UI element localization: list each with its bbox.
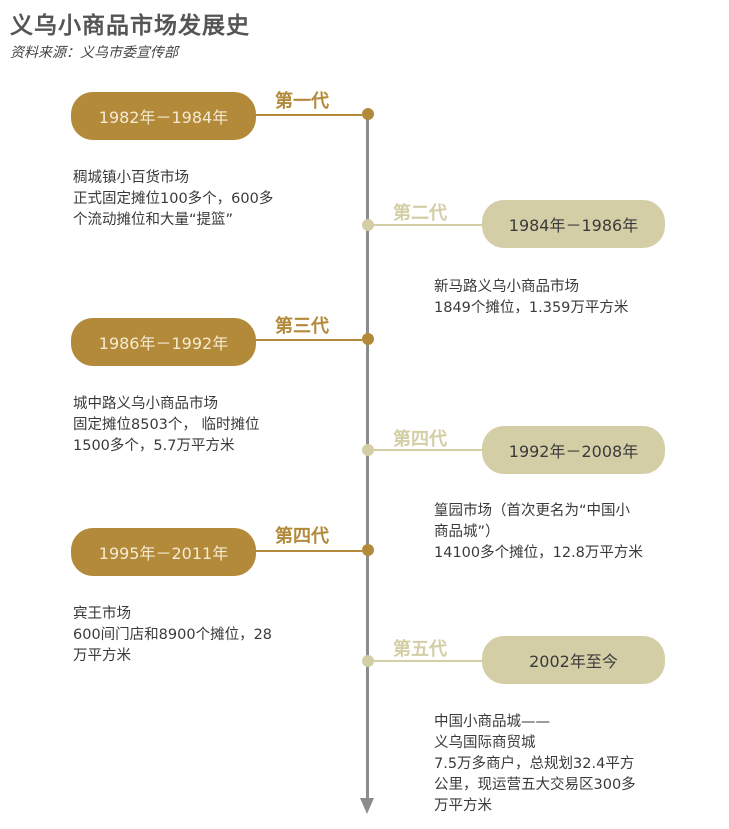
- timeline-dot: [362, 544, 374, 556]
- connector-line: [256, 550, 362, 552]
- timeline-dot: [362, 108, 374, 120]
- period-pill: 1984年－1986年: [482, 200, 665, 248]
- page-title: 义乌小商品市场发展史: [10, 13, 250, 39]
- arrow-down-icon: [360, 798, 374, 814]
- generation-label: 第四代: [393, 429, 447, 450]
- entry-description: 中国小商品城—— 义乌国际商贸城 7.5万多商户，总规划32.4平方 公里，现运…: [434, 714, 636, 814]
- timeline-dot: [362, 655, 374, 667]
- period-pill: 1992年－2008年: [482, 426, 665, 474]
- entry-description: 稠城镇小百货市场 正式固定摊位100多个，600多 个流动摊位和大量“提篮”: [73, 170, 274, 228]
- connector-line: [374, 224, 484, 226]
- entry-description: 城中路义乌小商品市场 固定摊位8503个， 临时摊位 1500多个，5.7万平方…: [73, 396, 260, 454]
- timeline-dot: [362, 444, 374, 456]
- generation-label: 第三代: [275, 316, 329, 337]
- generation-label: 第四代: [275, 526, 329, 547]
- entry-description: 篁园市场（首次更名为“中国小 商品城”） 14100多个摊位，12.8万平方米: [434, 503, 643, 561]
- generation-label: 第一代: [275, 91, 329, 112]
- period-pill: 2002年至今: [482, 636, 665, 684]
- source-note: 资料来源：义乌市委宣传部: [10, 45, 178, 61]
- generation-label: 第五代: [393, 639, 447, 660]
- entry-description: 新马路义乌小商品市场 1849个摊位，1.359万平方米: [434, 279, 629, 316]
- connector-line: [256, 114, 362, 116]
- period-pill: 1982年－1984年: [71, 92, 256, 140]
- connector-line: [374, 660, 484, 662]
- entry-description: 宾王市场 600间门店和8900个摊位，28 万平方米: [73, 606, 273, 664]
- period-pill: 1995年－2011年: [71, 528, 256, 576]
- timeline-axis: [366, 113, 369, 803]
- timeline-dot: [362, 333, 374, 345]
- period-pill: 1986年－1992年: [71, 318, 256, 366]
- timeline-dot: [362, 219, 374, 231]
- connector-line: [374, 449, 484, 451]
- connector-line: [256, 339, 362, 341]
- generation-label: 第二代: [393, 203, 447, 224]
